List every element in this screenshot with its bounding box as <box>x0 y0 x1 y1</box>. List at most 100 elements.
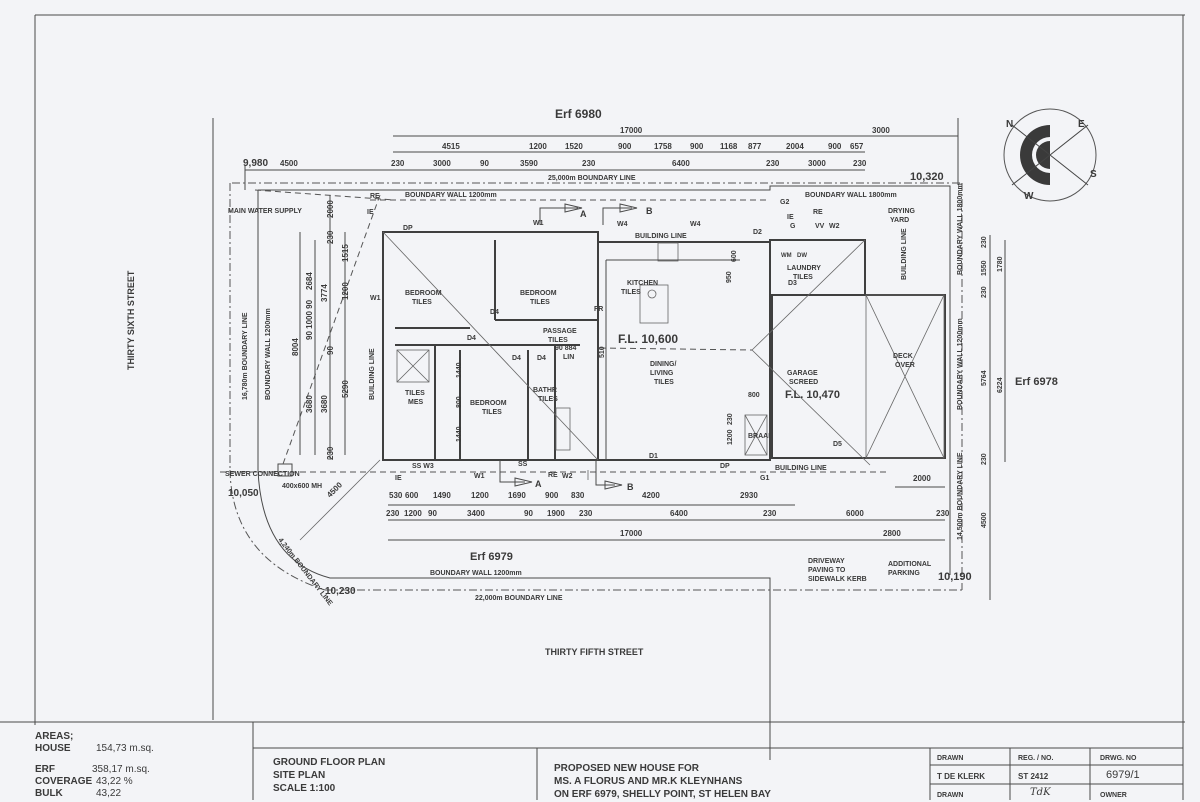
dim: 230 <box>386 509 400 518</box>
manhole <box>277 463 293 477</box>
compass-s: S <box>1090 169 1097 180</box>
drawn-value: T DE KLERK <box>937 772 985 781</box>
mark-g1: G1 <box>760 475 769 482</box>
dim: 1550 <box>981 260 988 276</box>
mark-d4: D4 <box>490 309 499 316</box>
dim: 1168 <box>720 142 738 151</box>
dim: 877 <box>748 142 762 151</box>
dim: 4500 <box>280 159 298 168</box>
dim: 8004 <box>291 338 300 356</box>
dim: 2000 <box>913 474 931 483</box>
dim: 17000 <box>620 529 643 538</box>
house-area-value: 154,73 m.sq. <box>96 743 154 754</box>
dim: 1200 <box>471 491 489 500</box>
areas-heading: AREAS; <box>35 731 74 742</box>
dim: 600 <box>405 491 419 500</box>
dim: 230 <box>936 509 950 518</box>
mark-d5: D5 <box>833 441 842 448</box>
mark-w4: W4 <box>690 221 701 228</box>
mark-re: RE <box>370 193 380 200</box>
bottom-boundary-wall-label: BOUNDARY WALL 1200mm <box>430 570 522 577</box>
drawing-no-value: 6979/1 <box>1106 769 1140 781</box>
erf-area-label: ERF <box>35 764 55 775</box>
mark-ss: SS <box>518 461 528 468</box>
right-boundary-line-label: 14,500m BOUNDARY LINE <box>957 452 964 540</box>
dim: 230 <box>853 159 867 168</box>
dim: 90 <box>326 346 335 355</box>
fridge-label: FR <box>594 306 603 313</box>
mark-ie: IE <box>787 214 794 221</box>
dim: 6224 <box>997 377 1004 393</box>
dim: 1200 <box>529 142 547 151</box>
garage-floor-level: F.L. 10,470 <box>785 389 840 401</box>
building-line-label: BUILDING LINE <box>775 465 827 472</box>
dim: 900 <box>618 142 632 151</box>
coverage-label: COVERAGE <box>35 776 93 787</box>
house-floor-level: F.L. 10,600 <box>618 332 678 346</box>
dim: 90 884 <box>555 345 577 352</box>
compass-w: W <box>1024 191 1034 202</box>
dim: 900 <box>545 491 559 500</box>
mark-dp: DP <box>403 225 413 232</box>
drain-line <box>299 459 381 541</box>
building-line-label: BUILDING LINE <box>369 348 376 400</box>
dim: 1520 <box>565 142 583 151</box>
dim: 900 <box>690 142 704 151</box>
mark-d2: D2 <box>753 229 762 236</box>
dim: 230 <box>326 230 335 244</box>
dim: 230 <box>981 453 988 465</box>
dim: 90 1000 90 <box>305 299 314 340</box>
dim: 3000 <box>808 159 826 168</box>
title-block-frame <box>252 722 1183 800</box>
section-markers <box>499 203 638 490</box>
main-water-label: MAIN WATER SUPPLY <box>228 208 302 215</box>
erf-6979-label: Erf 6979 <box>470 551 513 563</box>
mark-w1: W1 <box>533 220 544 227</box>
mark-w2: W2 <box>562 473 573 480</box>
dim: 900 <box>828 142 842 151</box>
level-top-left: 9,980 <box>243 158 268 169</box>
house-walls <box>382 231 946 480</box>
dim: 3680 <box>320 395 329 413</box>
drawing-no-label: DRWG. NO <box>1100 755 1137 762</box>
compass-e: E <box>1078 119 1085 130</box>
dim: 830 <box>571 491 585 500</box>
bottom-chain-dims: 530 600 1490 1200 1690 900 830 4200 2930… <box>389 474 931 500</box>
dim: 1440 <box>456 362 463 378</box>
plan-title: GROUND FLOOR PLAN <box>273 757 386 768</box>
mark-ie: IE <box>395 475 402 482</box>
dim: 230 <box>763 509 777 518</box>
project-location: ON ERF 6979, SHELLY POINT, ST HELEN BAY <box>554 789 771 800</box>
dim: 230 <box>579 509 593 518</box>
dim: 4515 <box>442 142 460 151</box>
drawn-label-2: DRAWN <box>937 792 964 799</box>
dim: 6400 <box>672 159 690 168</box>
dim: 2000 <box>326 200 335 218</box>
sewer-connection-label: SEWER CONNECTION <box>225 471 300 478</box>
top-boundary-wall-label: BOUNDARY WALL 1200mm <box>405 192 497 199</box>
dim: 1780 <box>997 256 1004 272</box>
drain-line <box>282 194 381 465</box>
section-b-marker: B <box>646 206 653 216</box>
dim: 1690 <box>508 491 526 500</box>
site-boundary <box>220 182 963 760</box>
dim: 510 <box>599 346 606 358</box>
dim: 230 <box>981 286 988 298</box>
erf-6978-label: Erf 6978 <box>1015 376 1058 388</box>
dim: 1758 <box>654 142 672 151</box>
building-line-label: BUILDING LINE <box>901 228 908 280</box>
section-b-marker: B <box>627 482 634 492</box>
mark-d1: D1 <box>649 453 658 460</box>
room-linen: LIN <box>563 354 574 361</box>
dim-top-overall: 17000 <box>620 126 643 135</box>
signature: TdK <box>1030 787 1051 798</box>
dim-top-overall: 3000 <box>872 126 890 135</box>
mark-wm: WM <box>781 253 792 259</box>
